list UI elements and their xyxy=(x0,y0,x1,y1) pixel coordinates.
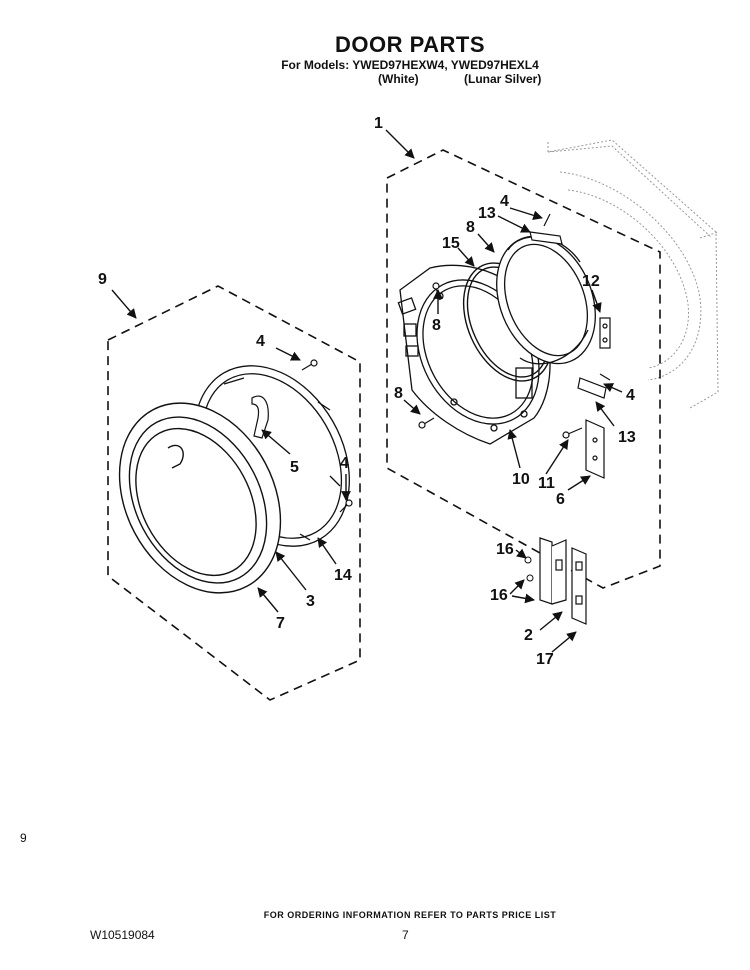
hinge-plate-part-17 xyxy=(571,547,587,625)
callout-8-lower: 8 xyxy=(394,385,403,402)
callout-13-right: 13 xyxy=(618,429,636,446)
callout-4-left-top: 4 xyxy=(256,333,265,350)
bracket-part-13-lower xyxy=(577,373,611,399)
leader-lines xyxy=(111,129,623,653)
models-line: For Models: YWED97HEXW4, YWED97HEXL4 xyxy=(281,58,539,72)
assembly-1-dashed-box xyxy=(386,149,661,589)
clip-part-5 xyxy=(251,395,269,439)
callout-8-top: 8 xyxy=(466,219,475,236)
callout-14: 14 xyxy=(334,567,352,584)
callout-2: 2 xyxy=(524,627,533,644)
latch-plate-part-6 xyxy=(585,419,605,479)
callout-13-top: 13 xyxy=(478,205,496,222)
callout-17: 17 xyxy=(536,651,554,668)
callout-4-left-mid: 4 xyxy=(340,455,349,472)
callout-9: 9 xyxy=(98,271,107,288)
callout-4-top: 4 xyxy=(500,193,509,210)
screw-part-8-lower xyxy=(418,417,435,429)
hinge-pins-part-16 xyxy=(524,556,534,582)
bracket-part-13-upper xyxy=(529,213,563,245)
side-page-number: 9 xyxy=(20,831,27,845)
callout-12: 12 xyxy=(582,273,600,290)
ordering-information-note: FOR ORDERING INFORMATION REFER TO PARTS … xyxy=(263,910,557,920)
callout-11: 11 xyxy=(538,475,555,492)
callout-4-right: 4 xyxy=(626,387,635,404)
hinge-hardware-part-12 xyxy=(599,317,611,349)
hinge-part-2 xyxy=(539,537,567,605)
callout-15: 15 xyxy=(442,235,460,252)
screw-part-4-left-upper xyxy=(301,359,318,371)
page-number: 7 xyxy=(402,928,409,942)
screw-part-11 xyxy=(562,427,583,439)
callout-1: 1 xyxy=(374,115,383,132)
callout-5: 5 xyxy=(290,459,299,476)
model-variants: (White) (Lunar Silver) xyxy=(378,72,541,86)
document-number: W10519084 xyxy=(90,928,155,942)
callout-6: 6 xyxy=(556,491,565,508)
callout-16-bottom: 16 xyxy=(490,587,508,604)
variant-lunar-silver: (Lunar Silver) xyxy=(464,72,542,86)
inner-door-bowl-part-7 xyxy=(118,402,282,594)
callout-10: 10 xyxy=(512,471,530,488)
variant-white: (White) xyxy=(378,72,419,86)
callout-16-top: 16 xyxy=(496,541,514,558)
assembly-9-dashed-box xyxy=(107,285,361,701)
dryer-cabinet-outline xyxy=(547,139,719,409)
callout-3: 3 xyxy=(306,593,315,610)
outer-door-glass xyxy=(496,235,596,365)
page-title: DOOR PARTS xyxy=(334,32,486,57)
callout-7: 7 xyxy=(276,615,285,632)
callout-8-mid: 8 xyxy=(432,317,441,334)
